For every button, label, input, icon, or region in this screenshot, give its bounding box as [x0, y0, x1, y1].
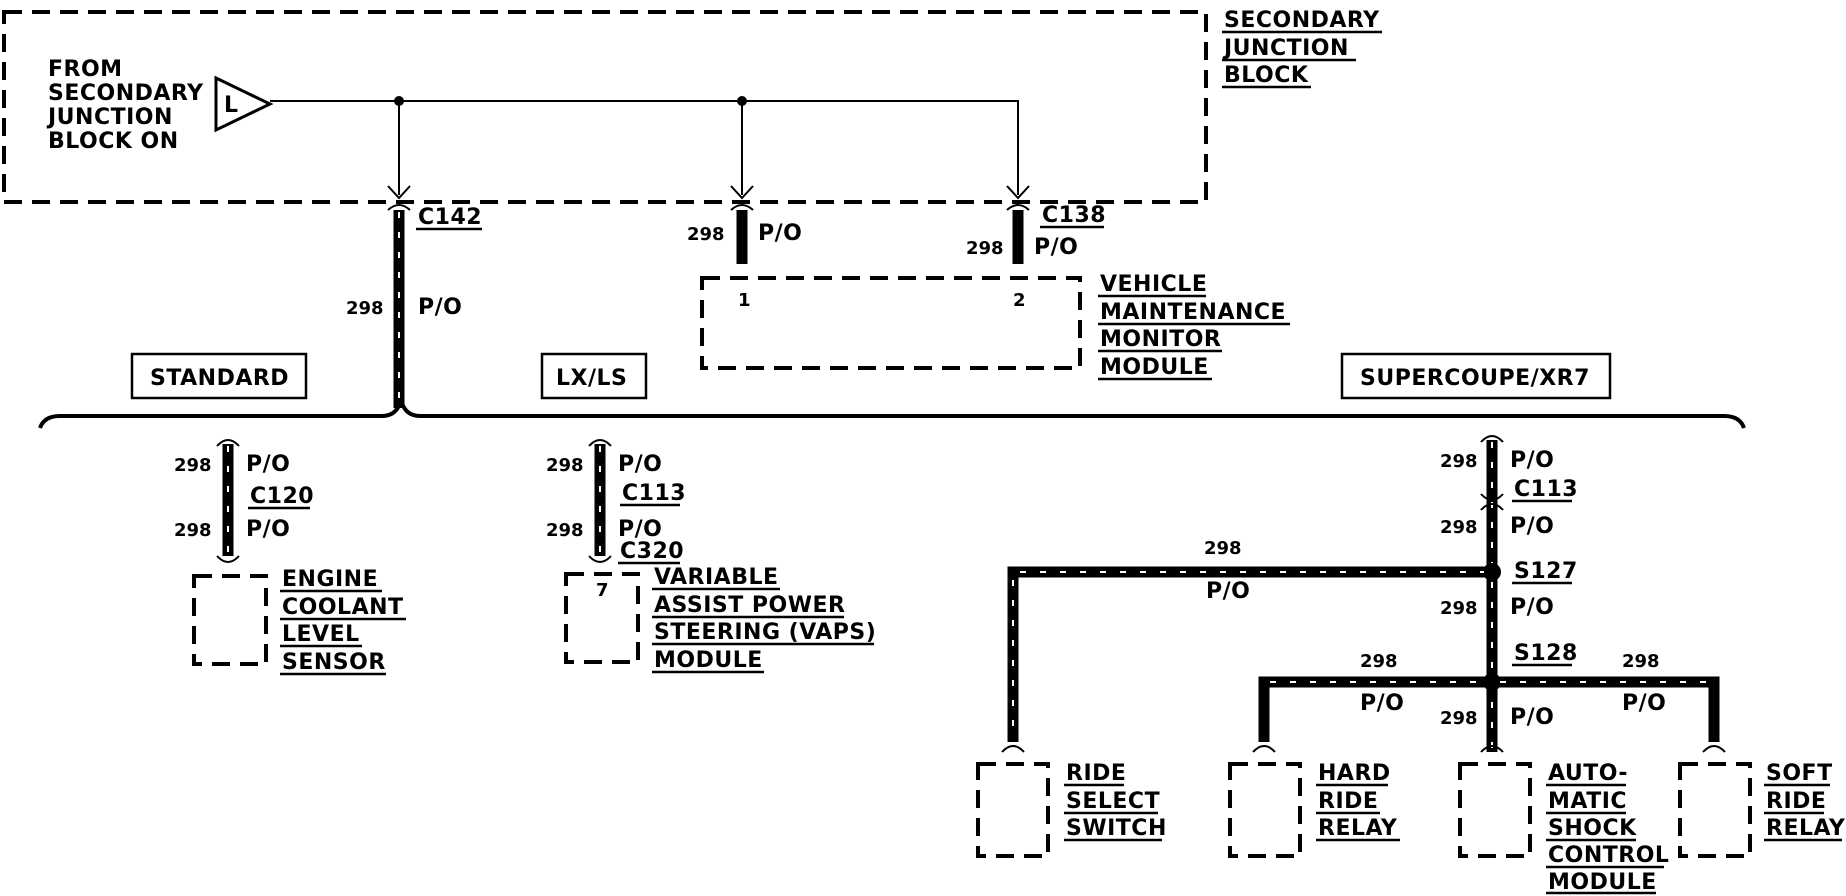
c113-sc-label: C113 — [1514, 477, 1578, 502]
variant-lxls: LX/LS — [556, 366, 627, 391]
variant-standard: STANDARD — [150, 366, 289, 391]
jb-title-line-2: JUNCTION — [1222, 36, 1349, 61]
wire-color-hard-ride: P/O — [1360, 691, 1404, 716]
vaps-label-2: ASSIST POWER — [654, 593, 846, 618]
wire-298-soft-ride — [1498, 676, 1720, 742]
splice-s127 — [1483, 563, 1501, 581]
soft-ride-label-2: RIDE — [1766, 789, 1826, 814]
wire-num-asc: 298 — [1440, 708, 1478, 729]
vmm-module-box — [700, 276, 1082, 370]
soft-ride-label-1: SOFT — [1766, 761, 1833, 786]
power-source-triangle — [214, 75, 274, 133]
source-line-4: BLOCK ON — [48, 129, 179, 154]
splice-s128 — [1483, 673, 1501, 691]
vmm-pin-2: 2 — [1013, 290, 1026, 311]
soft-ride-relay-box — [1678, 762, 1752, 858]
source-line-2: SECONDARY — [48, 81, 204, 106]
source-marker: L — [224, 93, 239, 118]
options-bracket — [38, 399, 1746, 429]
asc-label-1: AUTO- — [1548, 761, 1628, 786]
wire-num-hard-ride: 298 — [1360, 651, 1398, 672]
vaps-label-1: VARIABLE — [654, 565, 779, 590]
wire-color-main: P/O — [418, 295, 462, 320]
internal-bus — [270, 100, 1019, 195]
wire-num-soft-ride: 298 — [1622, 651, 1660, 672]
c320-label: C320 — [620, 539, 684, 564]
c113-lx-label: C113 — [622, 481, 686, 506]
wire-num-ride-select: 298 — [1204, 538, 1242, 559]
asc-label-2: MATIC — [1548, 789, 1627, 814]
vaps-label-4: MODULE — [654, 648, 763, 673]
wire-color-sc-3: P/O — [1510, 595, 1554, 620]
wire-color-sc-1: P/O — [1510, 448, 1554, 473]
wire-num-vmm2: 298 — [966, 238, 1004, 259]
wire-color-ride-select: P/O — [1206, 579, 1250, 604]
c142-label: C142 — [418, 205, 482, 230]
c138-label: C138 — [1042, 203, 1106, 228]
eng-label-4: SENSOR — [282, 650, 386, 675]
vmm-label-2: MAINTENANCE — [1100, 300, 1286, 325]
wire-num-vaps-2: 298 — [546, 520, 584, 541]
asc-label-4: CONTROL — [1548, 843, 1669, 868]
hard-ride-label-3: RELAY — [1318, 816, 1398, 841]
asc-label-5: MODULE — [1548, 870, 1657, 895]
hard-ride-relay-box — [1228, 762, 1302, 858]
ride-select-label-1: RIDE — [1066, 761, 1126, 786]
bus-splice-1 — [394, 96, 404, 106]
source-line-1: FROM — [48, 57, 123, 82]
wire-color-vaps-1: P/O — [618, 452, 662, 477]
wire-num-main: 298 — [346, 298, 384, 319]
ride-select-switch-box — [976, 762, 1050, 858]
wire-num-eng-1: 298 — [174, 455, 212, 476]
wire-num-eng-2: 298 — [174, 520, 212, 541]
s128-label: S128 — [1514, 641, 1578, 666]
vaps-label-3: STEERING (VAPS) — [654, 620, 876, 645]
bus-splice-2 — [737, 96, 747, 106]
eng-label-3: LEVEL — [282, 622, 360, 647]
wire-color-asc: P/O — [1510, 705, 1554, 730]
wire-color-vmm1: P/O — [758, 221, 802, 246]
junction-block-outline — [2, 10, 1208, 204]
wire-num-sc-3: 298 — [1440, 598, 1478, 619]
wire-color-vmm2: P/O — [1034, 235, 1078, 260]
wire-color-eng-2: P/O — [246, 517, 290, 542]
vmm-label-3: MONITOR — [1100, 327, 1221, 352]
vaps-module-box — [564, 572, 640, 664]
c120-label: C120 — [250, 484, 314, 509]
soft-ride-label-3: RELAY — [1766, 816, 1846, 841]
asc-label-3: SHOCK — [1548, 816, 1637, 841]
hard-ride-label-2: RIDE — [1318, 789, 1378, 814]
wire-color-sc-2: P/O — [1510, 514, 1554, 539]
vmm-pin-1: 1 — [738, 290, 751, 311]
wire-num-vmm1: 298 — [687, 224, 725, 245]
wire-num-vaps-1: 298 — [546, 455, 584, 476]
hard-ride-label-1: HARD — [1318, 761, 1391, 786]
variant-standard-box — [130, 352, 308, 400]
jb-title-line-1: SECONDARY — [1224, 8, 1380, 33]
variant-lxls-box — [540, 352, 648, 400]
jb-title-line-3: BLOCK — [1224, 63, 1309, 88]
asc-module-box — [1458, 762, 1532, 858]
ride-select-label-2: SELECT — [1066, 789, 1160, 814]
ride-select-label-3: SWITCH — [1066, 816, 1167, 841]
eng-label-1: ENGINE — [282, 567, 378, 592]
eng-label-2: COOLANT — [282, 595, 404, 620]
vmm-label-4: MODULE — [1100, 355, 1209, 380]
wire-color-soft-ride: P/O — [1622, 691, 1666, 716]
wire-color-eng-1: P/O — [246, 452, 290, 477]
vaps-pin-7: 7 — [596, 580, 609, 601]
wire-num-sc-1: 298 — [1440, 451, 1478, 472]
variant-supercoupe: SUPERCOUPE/XR7 — [1360, 366, 1590, 391]
vmm-label-1: VEHICLE — [1100, 272, 1207, 297]
variant-supercoupe-box — [1340, 352, 1612, 400]
s127-label: S127 — [1514, 559, 1578, 584]
engine-coolant-sensor-box — [192, 574, 268, 666]
wire-color-vaps-2: P/O — [618, 517, 662, 542]
wire-num-sc-2: 298 — [1440, 517, 1478, 538]
source-line-3: JUNCTION — [46, 105, 173, 130]
